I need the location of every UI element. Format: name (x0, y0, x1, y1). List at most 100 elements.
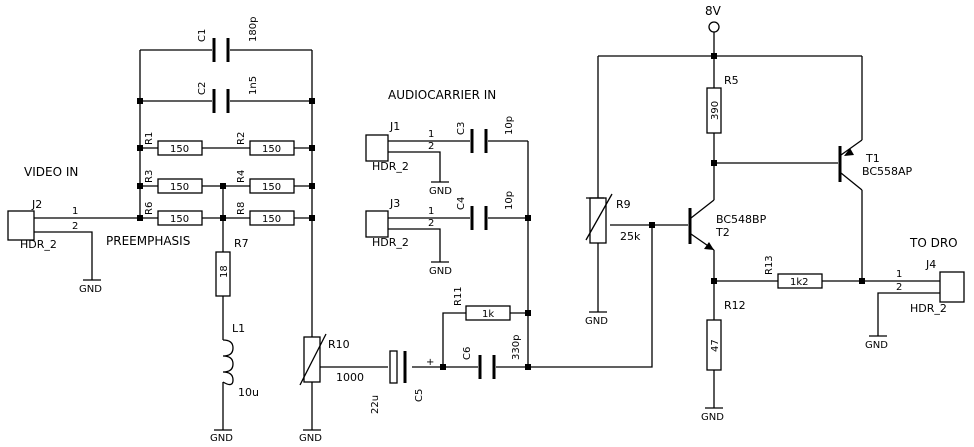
r7-ref: R7 (234, 237, 249, 250)
capacitor-c6 (478, 355, 496, 379)
t1-ref: T1 (865, 152, 880, 165)
j3-ref: J3 (389, 197, 400, 210)
c6-value: 330p (511, 335, 522, 360)
j2-ref: J2 (31, 198, 42, 211)
j3-type: HDR_2 (372, 236, 409, 249)
c4-ref: C4 (456, 197, 467, 210)
r1-ref: R1 (144, 132, 155, 145)
resistor-r13-body (777, 273, 823, 289)
gnd-label-j2: GND (79, 284, 102, 295)
r12-ref: R12 (724, 299, 746, 312)
r5-ref: R5 (724, 74, 739, 87)
j2-type: HDR_2 (20, 238, 57, 251)
j3-pin1: 1 (428, 206, 434, 217)
r6-value: 150 (170, 214, 189, 225)
r2-value: 150 (262, 144, 281, 155)
connector-j2-body (7, 210, 35, 241)
resistor-r4-body (249, 178, 295, 194)
audiocarrier-in-label: AUDIOCARRIER IN (388, 88, 496, 102)
c6-ref: C6 (462, 347, 473, 360)
r10-value: 1000 (336, 371, 364, 384)
r3-value: 150 (170, 182, 189, 193)
c2-ref: C2 (197, 82, 208, 95)
r4-value: 150 (262, 182, 281, 193)
j1-pin2: 2 (428, 141, 434, 152)
r5-value: 390 (710, 101, 721, 120)
resistor-r5-body (706, 87, 722, 134)
r6-ref: R6 (144, 202, 155, 215)
transistor-t1 (838, 139, 863, 191)
j2-pin2: 2 (72, 221, 78, 232)
j1-type: HDR_2 (372, 160, 409, 173)
r8-value: 150 (262, 214, 281, 225)
resistor-r12-body (706, 319, 722, 371)
inductor-l1 (222, 339, 234, 386)
resistor-r1-body (157, 140, 203, 156)
j3-pin2: 2 (428, 218, 434, 229)
r2-ref: R2 (236, 132, 247, 145)
c3-value: 10p (504, 116, 515, 135)
video-in-label: VIDEO IN (24, 165, 78, 179)
r12-value: 47 (710, 339, 721, 352)
r4-ref: R4 (236, 170, 247, 183)
preemphasis-label: PREEMPHASIS (106, 234, 190, 248)
resistor-r6-body (157, 210, 203, 226)
resistors (157, 87, 823, 371)
resistor-r3-body (157, 178, 203, 194)
r8-ref: R8 (236, 202, 247, 215)
resistor-r7-body (215, 251, 231, 297)
resistor-r2-body (249, 140, 295, 156)
r13-value: 1k2 (790, 277, 809, 288)
r13-ref: R13 (764, 255, 775, 275)
gnd-label-r9: GND (585, 316, 608, 327)
j2-pin1: 1 (72, 206, 78, 217)
c5-plus: + (426, 357, 434, 368)
ground-symbols (83, 181, 887, 431)
c2-value: 1n5 (248, 76, 259, 95)
resistor-r11-body (465, 305, 511, 321)
connector-j3-body (365, 210, 389, 238)
gnd-label-r10: GND (299, 433, 322, 444)
r9-value: 25k (620, 230, 641, 243)
r10-ref: R10 (328, 338, 350, 351)
supply-voltage-label: 8V (705, 4, 722, 18)
capacitor-c2 (212, 89, 230, 113)
j1-ref: J1 (389, 120, 400, 133)
capacitor-c4 (470, 206, 488, 230)
gnd-label-j4: GND (865, 340, 888, 351)
t1-value: BC558AP (862, 165, 913, 178)
gnd-label-l1: GND (210, 433, 233, 444)
to-dro-label: TO DRO (909, 236, 958, 250)
r1-value: 150 (170, 144, 189, 155)
capacitor-c3 (470, 129, 488, 153)
gnd-label-r12: GND (701, 412, 724, 423)
t2-value: BC548BP (716, 213, 767, 226)
c4-value: 10p (504, 191, 515, 210)
c1-ref: C1 (197, 29, 208, 42)
r11-ref: R11 (453, 286, 464, 306)
t2-ref: T2 (715, 226, 730, 239)
capacitor-c5 (389, 350, 407, 384)
j1-pin1: 1 (428, 129, 434, 140)
r9-ref: R9 (616, 198, 631, 211)
l1-value: 10u (238, 386, 259, 399)
resistor-r8-body (249, 210, 295, 226)
c5-ref: C5 (414, 389, 425, 402)
j4-ref: J4 (925, 258, 936, 271)
transistor-t2 (688, 199, 715, 251)
l1-ref: L1 (232, 322, 245, 335)
j4-type: HDR_2 (910, 302, 947, 315)
potentiometer-r10 (299, 333, 327, 386)
supply-terminal (708, 21, 720, 33)
r3-ref: R3 (144, 170, 155, 183)
c5-value: 22u (370, 395, 381, 414)
potentiometer-r9 (585, 193, 613, 244)
j4-pin1: 1 (896, 269, 902, 280)
gnd-label-j1: GND (429, 186, 452, 197)
connector-j1-body (365, 134, 389, 162)
gnd-label-j3: GND (429, 266, 452, 277)
j4-pin2: 2 (896, 282, 902, 293)
capacitor-c1 (212, 38, 230, 62)
junction-dots (137, 53, 865, 370)
